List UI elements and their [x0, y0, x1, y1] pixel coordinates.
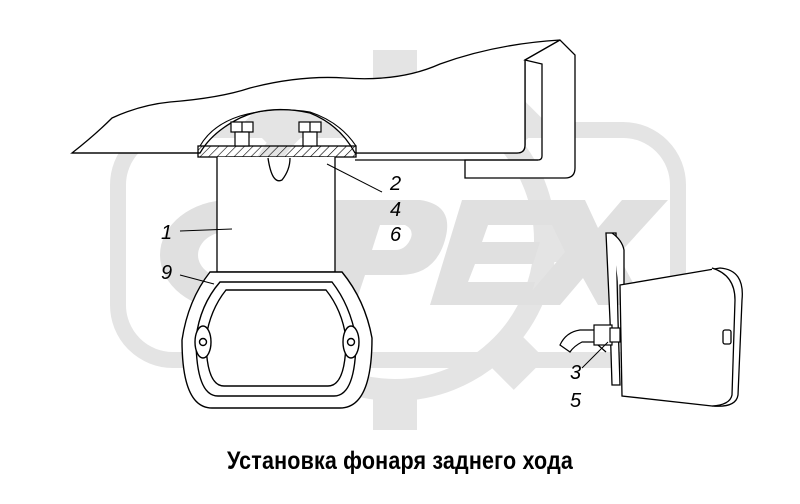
side-view-fastener [559, 324, 621, 353]
side-view-lamp [619, 267, 743, 407]
lamp-housing [181, 271, 373, 409]
callout-9: 9 [161, 262, 173, 284]
callout-2: 2 [390, 173, 402, 195]
callout-6: 6 [390, 224, 402, 246]
callout-4: 4 [390, 199, 402, 221]
bracket [355, 39, 576, 179]
callout-1: 1 [161, 222, 173, 244]
figure-caption: Установка фонаря заднего хода [226, 447, 574, 475]
callout-3: 3 [570, 362, 582, 384]
side-view-plate [605, 232, 625, 386]
lamp-bracket [216, 157, 336, 273]
callout-5: 5 [570, 390, 582, 412]
mounting-plate [197, 145, 357, 158]
leader-lines [179, 163, 609, 369]
cutaway-outline [199, 109, 357, 147]
